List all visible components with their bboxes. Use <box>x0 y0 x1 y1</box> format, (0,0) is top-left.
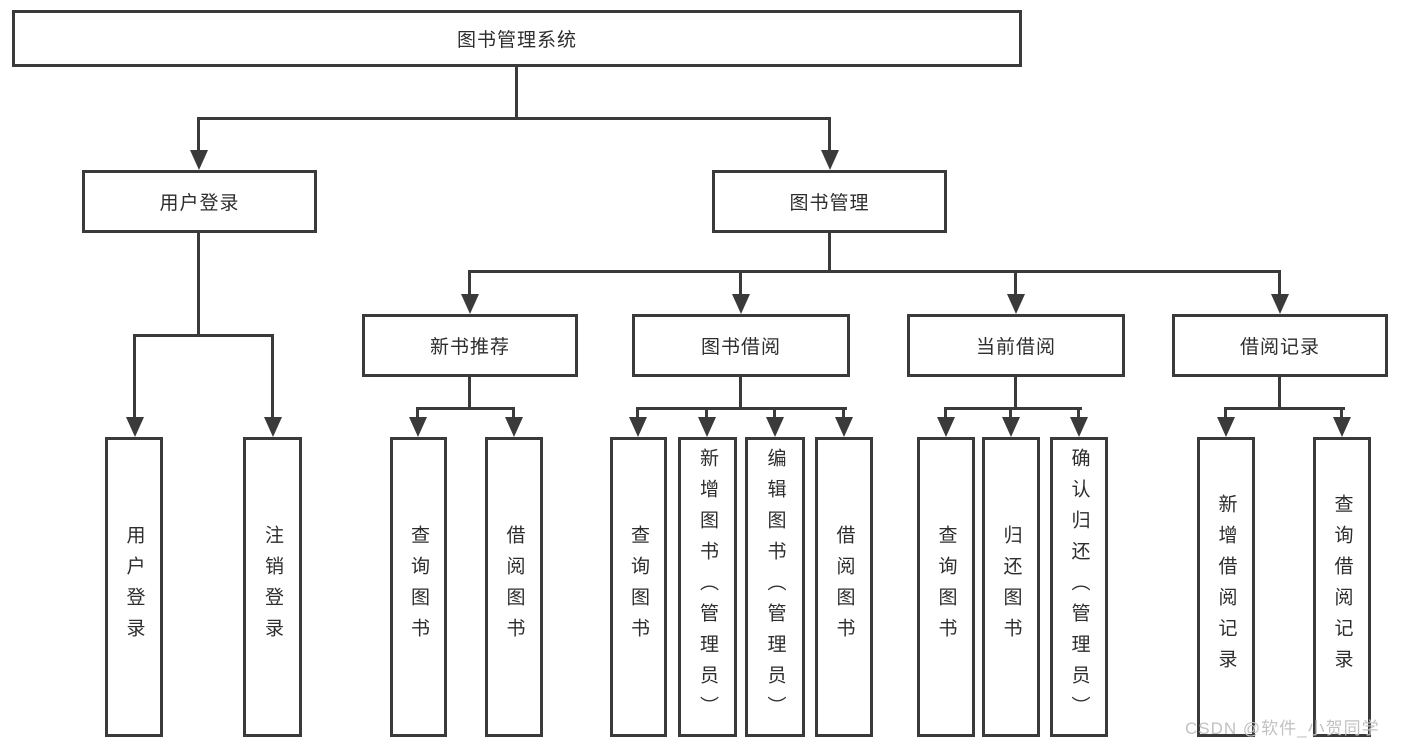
node-confirm-return-admin: 确认归还（管理员） <box>1050 437 1108 737</box>
arrowhead-book-borrow <box>732 294 750 314</box>
arrowhead-g5-c2 <box>1333 417 1351 437</box>
node-current-borrow: 当前借阅 <box>907 314 1125 377</box>
connector-g3-c2 <box>705 407 708 419</box>
connector-branch-level2 <box>468 270 1281 273</box>
connector-branch-borrow-record <box>1224 407 1345 410</box>
connector-branch-new-book <box>416 407 515 410</box>
connector-to-logout <box>271 334 274 418</box>
arrowhead-g4-c2 <box>1002 417 1020 437</box>
node-borrow-book-recommend: 借阅图书 <box>485 437 543 737</box>
connector-g4-c2 <box>1009 407 1012 419</box>
arrowhead-new-book <box>461 294 479 314</box>
arrowhead-g4-c1 <box>937 417 955 437</box>
connector-g3-c1 <box>636 407 639 419</box>
connector-to-new-book <box>468 270 471 295</box>
connector-new-book-stem <box>468 377 471 410</box>
connector-branch-user-login <box>133 334 274 337</box>
connector-book-borrow-stem <box>739 377 742 410</box>
connector-root-stem <box>515 67 518 119</box>
node-login-vertical: 用户登录 <box>105 437 163 737</box>
connector-to-user-login <box>197 117 200 152</box>
csdn-watermark: CSDN @软件_小贺同学 <box>1185 719 1380 738</box>
connector-user-login-stem <box>197 233 200 336</box>
arrowhead-g2-c1 <box>409 417 427 437</box>
arrowhead-g3-c2 <box>698 417 716 437</box>
connector-current-borrow-stem <box>1014 377 1017 410</box>
node-logout-vertical: 注销登录 <box>243 437 302 737</box>
node-root: 图书管理系统 <box>12 10 1022 67</box>
node-borrow-record: 借阅记录 <box>1172 314 1388 377</box>
arrowhead-current-borrow <box>1007 294 1025 314</box>
connector-branch-book-borrow <box>636 407 847 410</box>
arrowhead-g4-c3 <box>1070 417 1088 437</box>
node-query-book-current: 查询图书 <box>917 437 975 737</box>
arrowhead-login <box>126 417 144 437</box>
node-borrow-book: 借阅图书 <box>815 437 873 737</box>
connector-to-book-borrow <box>739 270 742 295</box>
node-add-book-admin: 新增图书（管理员） <box>678 437 737 737</box>
connector-branch-current-borrow <box>944 407 1082 410</box>
node-new-book-recommend: 新书推荐 <box>362 314 578 377</box>
connector-g3-c3 <box>773 407 776 419</box>
connector-g5-c2 <box>1340 407 1343 419</box>
connector-g4-c1 <box>944 407 947 419</box>
connector-branch-level1 <box>197 117 831 120</box>
node-query-book-recommend: 查询图书 <box>390 437 447 737</box>
node-add-borrow-record: 新增借阅记录 <box>1197 437 1255 737</box>
arrowhead-g2-c2 <box>505 417 523 437</box>
arrowhead-g3-c3 <box>766 417 784 437</box>
connector-g4-c3 <box>1077 407 1080 419</box>
connector-to-book-management <box>828 117 831 152</box>
node-query-borrow-record: 查询借阅记录 <box>1313 437 1371 737</box>
connector-to-login <box>133 334 136 418</box>
connector-g3-c4 <box>842 407 845 419</box>
connector-g5-c1 <box>1224 407 1227 419</box>
node-query-book-borrow: 查询图书 <box>610 437 667 737</box>
arrowhead-book-management <box>821 150 839 170</box>
connector-book-management-stem <box>828 233 831 273</box>
connector-to-borrow-record <box>1278 270 1281 295</box>
arrowhead-g3-c4 <box>835 417 853 437</box>
node-return-book: 归还图书 <box>982 437 1040 737</box>
node-user-login: 用户登录 <box>82 170 317 233</box>
connector-borrow-record-stem <box>1278 377 1281 410</box>
connector-g2-c1 <box>416 407 419 419</box>
node-edit-book-admin: 编辑图书（管理员） <box>745 437 805 737</box>
connector-g2-c2 <box>512 407 515 419</box>
node-book-borrow: 图书借阅 <box>632 314 850 377</box>
arrowhead-user-login <box>190 150 208 170</box>
connector-to-current-borrow <box>1014 270 1017 295</box>
arrowhead-logout <box>264 417 282 437</box>
arrowhead-borrow-record <box>1271 294 1289 314</box>
node-book-management: 图书管理 <box>712 170 947 233</box>
arrowhead-g5-c1 <box>1217 417 1235 437</box>
arrowhead-g3-c1 <box>629 417 647 437</box>
